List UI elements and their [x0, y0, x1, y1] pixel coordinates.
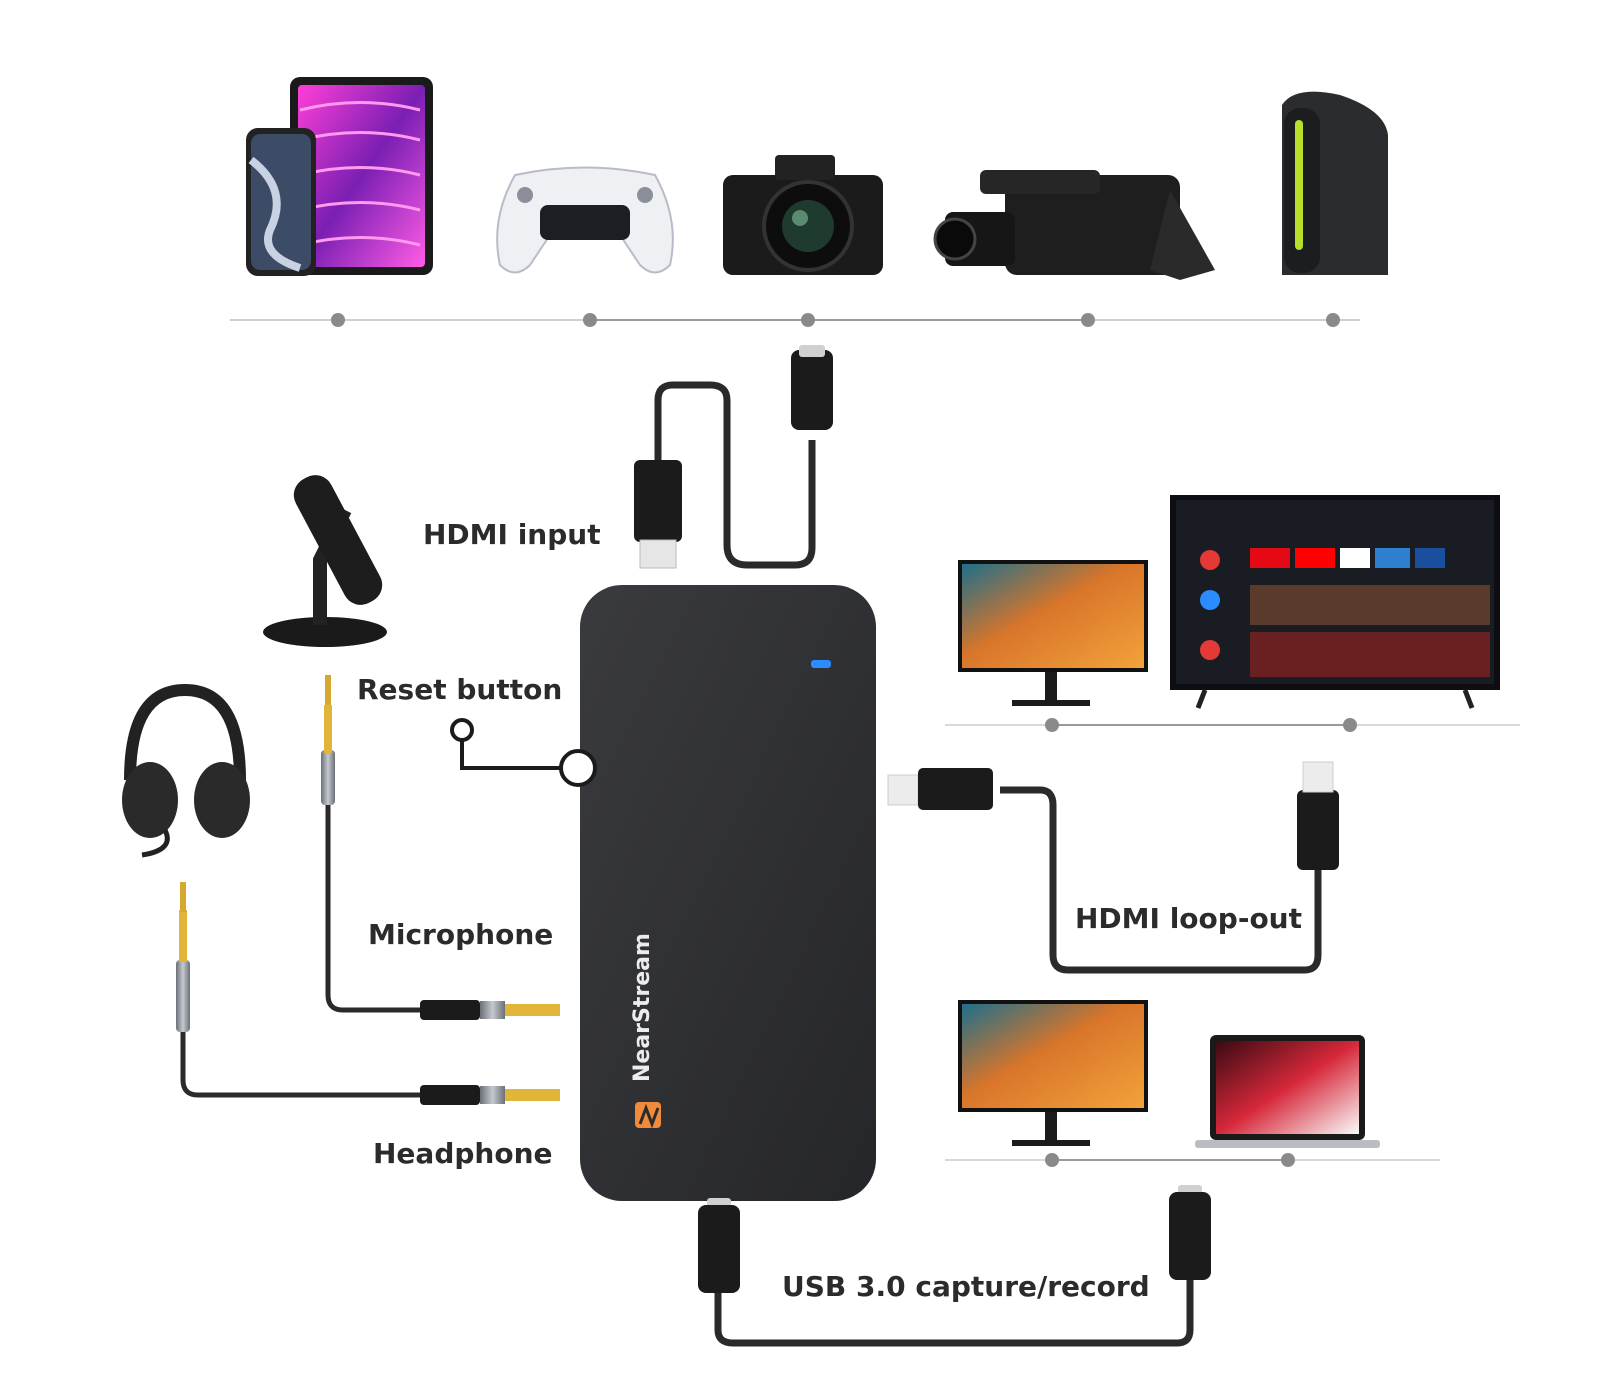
smart-tv-icon — [1170, 495, 1500, 709]
hdmi-input-label: HDMI input — [423, 518, 601, 551]
phone-tablet-icon — [246, 77, 433, 276]
microphone-icon — [263, 475, 387, 647]
camcorder-icon — [933, 170, 1215, 280]
laptop-icon — [1195, 1035, 1380, 1148]
device-brand-name: NearStream — [630, 933, 655, 1082]
usb-capture-cable — [698, 1185, 1211, 1347]
source-timeline — [230, 313, 1360, 327]
headphone-label: Headphone — [373, 1137, 553, 1170]
microphone-label: Microphone — [368, 918, 554, 951]
monitor-icon — [958, 560, 1148, 706]
capture-device — [580, 585, 876, 1201]
loopout-devices — [945, 495, 1520, 732]
source-devices-row — [246, 77, 1388, 280]
usb-devices — [945, 1000, 1440, 1167]
usb-capture-label: USB 3.0 capture/record — [782, 1270, 1150, 1303]
monitor-icon — [958, 1000, 1148, 1146]
game-controller-icon — [496, 166, 674, 274]
microphone-cable — [321, 675, 560, 1020]
hdmi-loopout-cable — [887, 761, 1339, 974]
reset-button-label: Reset button — [357, 673, 563, 706]
headset-icon — [122, 683, 250, 858]
hdmi-loop-out-label: HDMI loop-out — [1075, 902, 1302, 935]
hdmi-input-cable — [634, 345, 833, 569]
brand-logo-icon — [635, 1102, 661, 1129]
indicator-led — [811, 660, 831, 668]
desktop-pc-icon — [1282, 91, 1388, 276]
headphone-cable — [176, 882, 560, 1105]
camera-icon — [723, 155, 883, 275]
reset-button[interactable] — [450, 718, 597, 787]
